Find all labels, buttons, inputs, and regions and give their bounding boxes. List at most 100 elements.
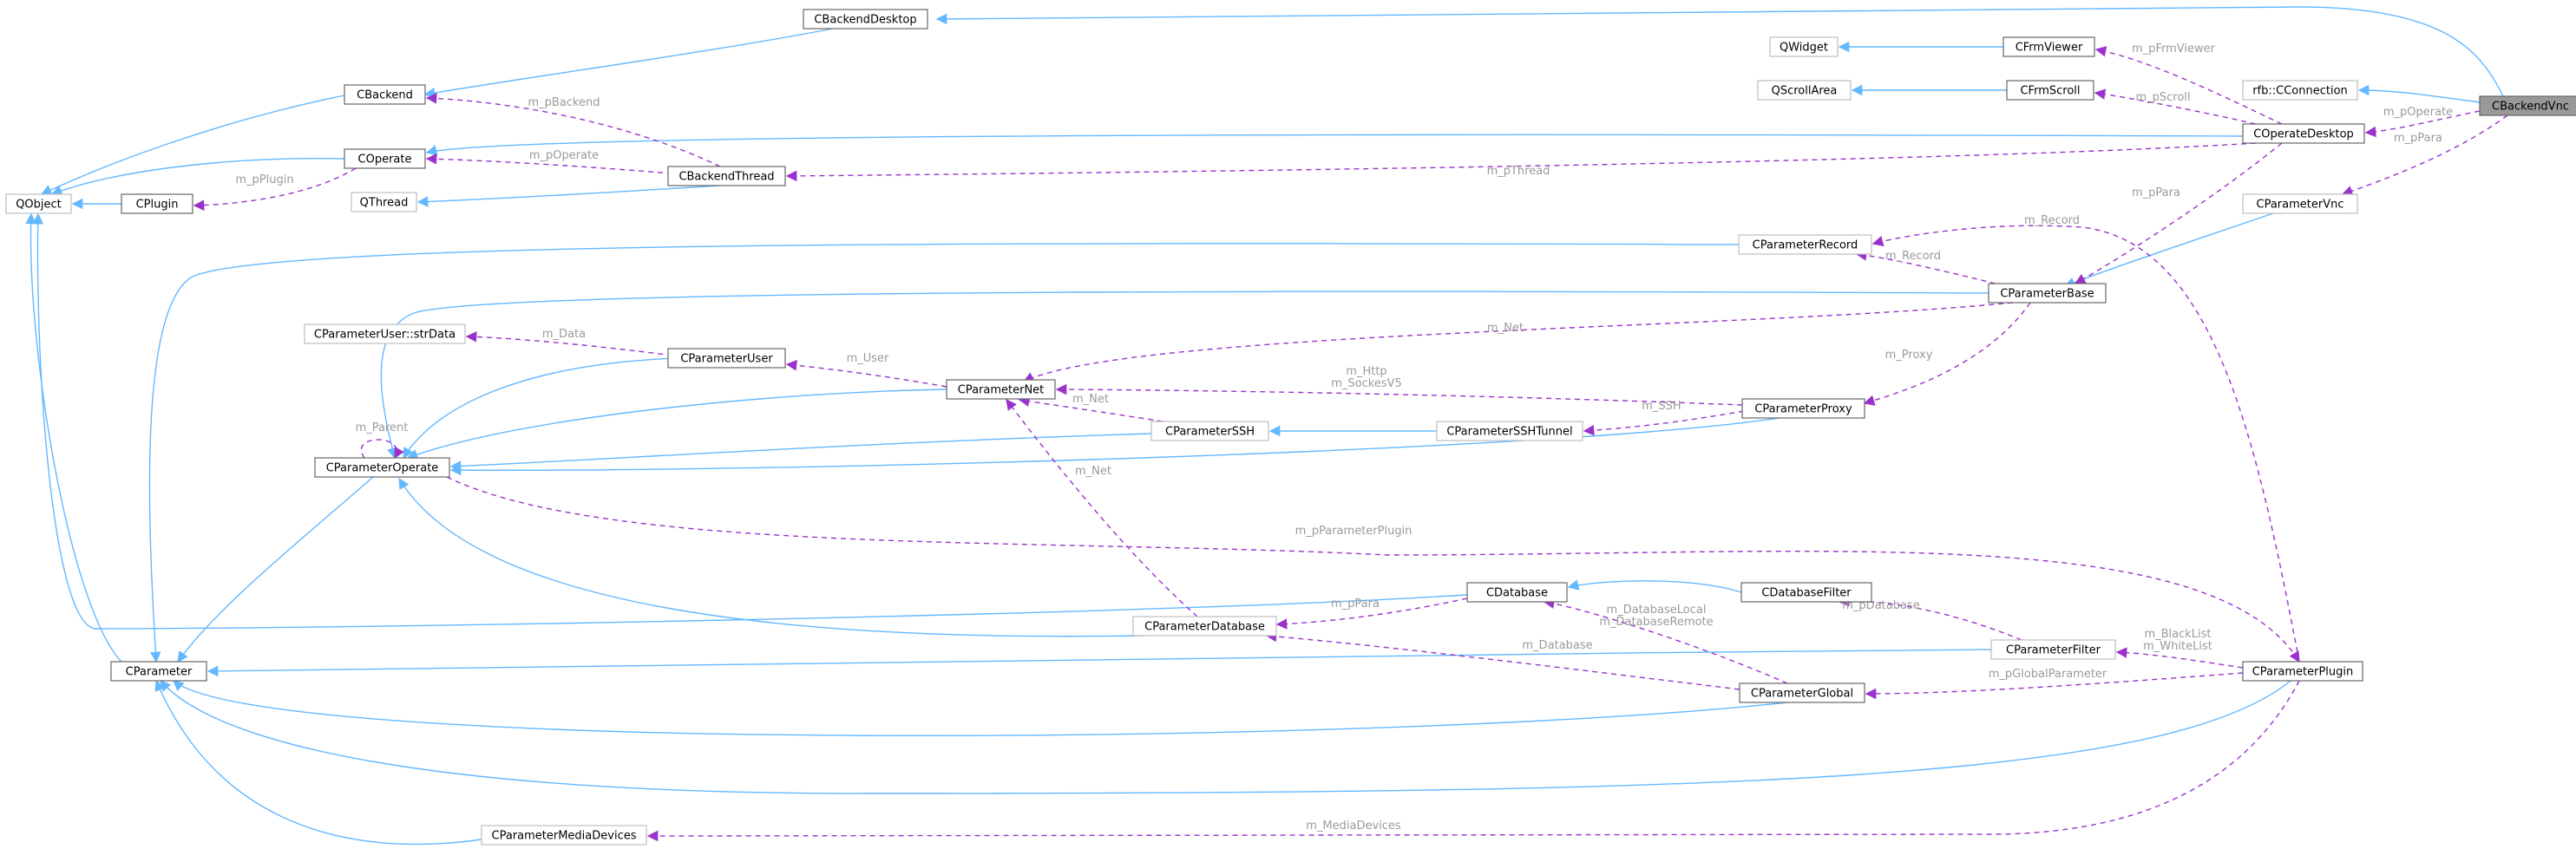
class-name-label: QObject <box>16 199 62 212</box>
class-node-cparameterrecord[interactable]: CParameterRecord <box>1738 234 1872 255</box>
class-box[interactable] <box>1740 582 1872 603</box>
class-box[interactable] <box>1436 421 1583 441</box>
inheritance-edge-cparameterglobal-to-cparameter <box>173 680 1788 736</box>
usage-edge-cbackendthread-to-coperate <box>425 153 673 174</box>
class-box[interactable] <box>1988 283 2107 304</box>
class-node-cparametermediadevices[interactable]: CParameterMediaDevices <box>481 825 647 846</box>
edge-label-cdatabase-to-cparameterdatabase: m_pPara <box>1331 598 1380 611</box>
edge-label-cbackendvnc-to-coperatedesktop: m_pOperate <box>2383 106 2453 119</box>
usage-edge-cparameterbase-to-cparameterrecord <box>1855 250 1996 284</box>
class-box[interactable] <box>2242 123 2365 144</box>
class-name-label: CParameterBase <box>2000 288 2094 301</box>
class-node-cparametersshtunnel[interactable]: CParameterSSHTunnel <box>1436 421 1583 441</box>
class-node-cparameterproxy[interactable]: CParameterProxy <box>1741 398 1865 419</box>
inheritance-edge-cparameteruser-to-cparameteroperate <box>403 357 678 460</box>
class-node-cparameterplugin[interactable]: CParameterPlugin <box>2242 661 2363 682</box>
class-name-label: rfb::CConnection <box>2252 85 2348 98</box>
class-box[interactable] <box>344 148 426 169</box>
class-box[interactable] <box>110 661 207 682</box>
edge-label-cparameternet-to-cparameteruser: m_User <box>847 352 889 365</box>
class-node-cbackenddesktop[interactable]: CBackendDesktop <box>803 9 928 29</box>
class-node-qobject[interactable]: QObject <box>5 193 72 214</box>
class-node-cparameterdatabase[interactable]: CParameterDatabase <box>1132 616 1277 637</box>
class-box[interactable] <box>803 9 928 29</box>
class-box[interactable] <box>304 323 466 344</box>
usage-edge-cparameterssh-to-cparameternet <box>1018 395 1163 422</box>
class-node-cbackend[interactable]: CBackend <box>344 84 426 105</box>
class-node-cparameterbase[interactable]: CParameterBase <box>1988 283 2107 304</box>
edge-label-coperatedesktop-to-cbackendthread: m_pThread <box>1487 165 1550 178</box>
class-node-qscrollarea[interactable]: QScrollArea <box>1757 80 1852 101</box>
class-box[interactable] <box>1739 682 1865 703</box>
edge-label-cparameterglobal-to-cparameterdatabase: m_Database <box>1522 639 1592 652</box>
class-box[interactable] <box>1741 398 1865 419</box>
edge-label-cparameteroperate-to-cparameterplugin: m_pParameterPlugin <box>1295 525 1413 538</box>
class-node-cparameterssh[interactable]: CParameterSSH <box>1150 421 1269 441</box>
class-node-cfrmscroll[interactable]: CFrmScroll <box>2006 80 2094 101</box>
class-box[interactable] <box>1990 639 2116 660</box>
inheritance-edge-cbackendvnc-to-rfbcconnection <box>2357 84 2481 103</box>
class-node-cdatabasefilter[interactable]: CDatabaseFilter <box>1740 582 1872 603</box>
class-node-cparameter[interactable]: CParameter <box>110 661 207 682</box>
class-node-cbackendvnc[interactable]: CBackendVnc <box>2479 95 2576 116</box>
class-box[interactable] <box>314 457 450 478</box>
class-box[interactable] <box>121 193 193 214</box>
class-node-cparameteruserstrdata[interactable]: CParameterUser::strData <box>304 323 466 344</box>
class-box[interactable] <box>1769 36 1839 57</box>
class-name-label: CParameterSSHTunnel <box>1446 426 1572 439</box>
edge-label-cparameterdatabase-to-cparameternet: m_Net <box>1075 465 1111 478</box>
class-box[interactable] <box>1757 80 1852 101</box>
class-node-cparameterfilter[interactable]: CParameterFilter <box>1990 639 2116 660</box>
class-node-coperate[interactable]: COperate <box>344 148 426 169</box>
class-node-cbackendthread[interactable]: CBackendThread <box>667 166 786 186</box>
inheritance-edge-cparameterfilter-to-cparameter <box>206 649 1992 677</box>
class-name-label: CParameter <box>126 666 193 679</box>
class-box[interactable] <box>2002 36 2095 57</box>
class-box[interactable] <box>481 825 647 846</box>
class-box[interactable] <box>2242 193 2358 214</box>
usage-edge-cparameteroperate-to-cparameterplugin <box>446 476 2300 663</box>
class-box[interactable] <box>1738 234 1872 255</box>
class-node-cparametervnc[interactable]: CParameterVnc <box>2242 193 2358 214</box>
class-node-cparameternet[interactable]: CParameterNet <box>946 379 1056 400</box>
class-box[interactable] <box>2006 80 2094 101</box>
class-box[interactable] <box>2242 80 2358 101</box>
edge-label-cparameterbase-to-cparameterproxy: m_Proxy <box>1885 349 1933 362</box>
class-box[interactable] <box>667 166 786 186</box>
inheritance-edge-cparameternet-to-cparameteroperate <box>406 389 947 460</box>
class-node-qwidget[interactable]: QWidget <box>1769 36 1839 57</box>
class-box[interactable] <box>344 84 426 105</box>
class-box[interactable] <box>2242 661 2363 682</box>
class-box[interactable] <box>5 193 72 214</box>
class-name-label: CFrmViewer <box>2016 42 2083 55</box>
class-node-rfbcconnection[interactable]: rfb::CConnection <box>2242 80 2358 101</box>
class-box[interactable] <box>1132 616 1277 637</box>
class-node-cparameteruser[interactable]: CParameterUser <box>667 348 786 369</box>
class-node-cdatabase[interactable]: CDatabase <box>1466 582 1568 603</box>
class-box[interactable] <box>2479 95 2576 116</box>
edge-label-coperatedesktop-to-cfrmviewer: m_pFrmViewer <box>2132 42 2216 56</box>
class-box[interactable] <box>1150 421 1269 441</box>
class-box[interactable] <box>946 379 1056 400</box>
usage-edge-cparameterfilter-to-cdatabasefilter <box>1838 595 2022 641</box>
class-node-coperatedesktop[interactable]: COperateDesktop <box>2242 123 2365 144</box>
class-node-cplugin[interactable]: CPlugin <box>121 193 193 214</box>
class-box[interactable] <box>1466 582 1568 603</box>
usage-edge-cdatabase-to-cparameterdatabase <box>1275 598 1468 630</box>
edge-label-cparameterproxy-to-cparametersshtunnel: m_SSH <box>1642 400 1681 413</box>
edge-label-cparameterbase-to-cparameternet: m_Net <box>1487 322 1524 335</box>
edge-label-cbackendvnc-to-cparametervnc: m_pPara <box>2394 132 2442 145</box>
class-node-cparameterglobal[interactable]: CParameterGlobal <box>1739 682 1865 703</box>
class-box[interactable] <box>667 348 786 369</box>
class-node-cparameteroperate[interactable]: CParameterOperate <box>314 457 450 478</box>
class-node-cfrmviewer[interactable]: CFrmViewer <box>2002 36 2095 57</box>
usage-edge-cparameterplugin-to-cparametermediadevices <box>646 680 2300 842</box>
class-name-label: CParameterUser <box>680 353 773 366</box>
class-box[interactable] <box>351 192 417 212</box>
inheritance-edge-cparametervnc-to-cparameterbase <box>2063 212 2274 288</box>
class-node-qthread[interactable]: QThread <box>351 192 417 212</box>
